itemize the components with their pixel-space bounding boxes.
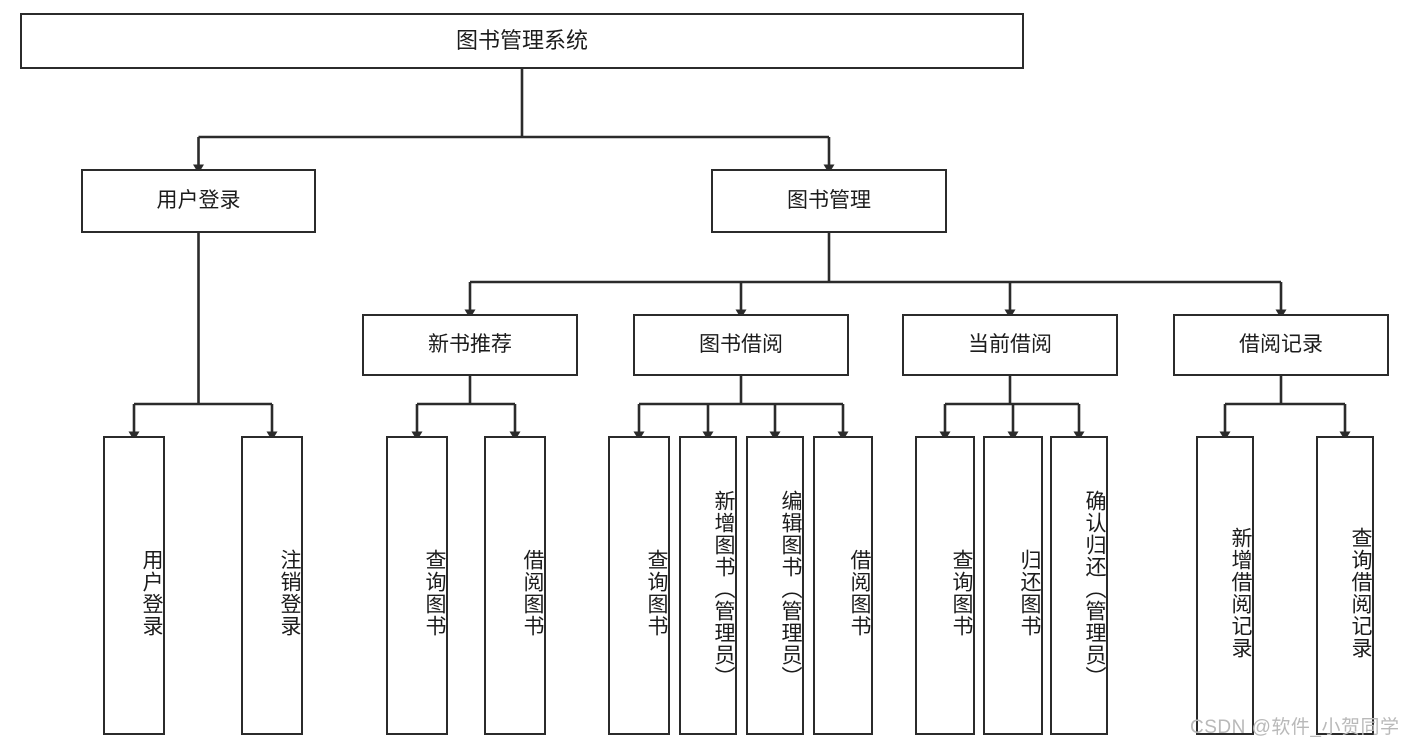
node-current-borrow[interactable]: 当前借阅 xyxy=(902,314,1118,376)
leaf-query-book-2-label: 查询图书 xyxy=(645,548,668,637)
edges xyxy=(128,69,1351,441)
leaf-query-borrow-record[interactable]: 查询借阅记录 xyxy=(1316,436,1374,735)
leaf-query-borrow-record-label: 查询借阅记录 xyxy=(1349,526,1372,659)
leaf-user-login-label: 用户登录 xyxy=(140,548,163,637)
node-borrow-record-label: 借阅记录 xyxy=(1239,332,1323,356)
node-book-manage-label: 图书管理 xyxy=(787,188,871,212)
csdn-watermark: CSDN @软件_小贺同学 xyxy=(1190,717,1400,738)
leaf-return-book-label: 归还图书 xyxy=(1018,548,1041,637)
node-book-borrow[interactable]: 图书借阅 xyxy=(633,314,849,376)
node-borrow-record[interactable]: 借阅记录 xyxy=(1173,314,1389,376)
leaf-borrow-book-2-label: 借阅图书 xyxy=(848,548,871,637)
node-new-book-recommendation[interactable]: 新书推荐 xyxy=(362,314,578,376)
leaf-return-book[interactable]: 归还图书 xyxy=(983,436,1043,735)
node-user-login-label: 用户登录 xyxy=(156,188,241,212)
leaf-query-book-3[interactable]: 查询图书 xyxy=(915,436,975,735)
leaf-logout-label: 注销登录 xyxy=(278,548,301,637)
leaf-borrow-book-1[interactable]: 借阅图书 xyxy=(484,436,546,735)
node-user-login[interactable]: 用户登录 xyxy=(81,169,316,233)
leaf-borrow-book-1-label: 借阅图书 xyxy=(521,548,544,637)
leaf-confirm-return-label: 确认归还（管理员） xyxy=(1083,489,1106,688)
leaf-add-borrow-record-label: 新增借阅记录 xyxy=(1229,526,1252,659)
leaf-logout[interactable]: 注销登录 xyxy=(241,436,303,735)
node-new-book-recommendation-label: 新书推荐 xyxy=(428,332,512,356)
leaf-user-login[interactable]: 用户登录 xyxy=(103,436,165,735)
leaf-add-book-label: 新增图书（管理员） xyxy=(712,489,735,688)
node-root[interactable]: 图书管理系统 xyxy=(20,13,1024,69)
leaf-query-book-2[interactable]: 查询图书 xyxy=(608,436,670,735)
leaf-borrow-book-2[interactable]: 借阅图书 xyxy=(813,436,873,735)
leaf-query-book-3-label: 查询图书 xyxy=(950,548,973,637)
leaf-query-book-1[interactable]: 查询图书 xyxy=(386,436,448,735)
leaf-add-borrow-record[interactable]: 新增借阅记录 xyxy=(1196,436,1254,735)
leaf-edit-book-label: 编辑图书（管理员） xyxy=(779,489,802,688)
leaf-edit-book[interactable]: 编辑图书（管理员） xyxy=(746,436,804,735)
node-root-label: 图书管理系统 xyxy=(455,28,588,54)
node-current-borrow-label: 当前借阅 xyxy=(968,332,1052,356)
node-book-borrow-label: 图书借阅 xyxy=(699,332,783,356)
leaf-query-book-1-label: 查询图书 xyxy=(423,548,446,637)
leaf-confirm-return[interactable]: 确认归还（管理员） xyxy=(1050,436,1108,735)
node-book-manage[interactable]: 图书管理 xyxy=(711,169,947,233)
leaf-add-book[interactable]: 新增图书（管理员） xyxy=(679,436,737,735)
